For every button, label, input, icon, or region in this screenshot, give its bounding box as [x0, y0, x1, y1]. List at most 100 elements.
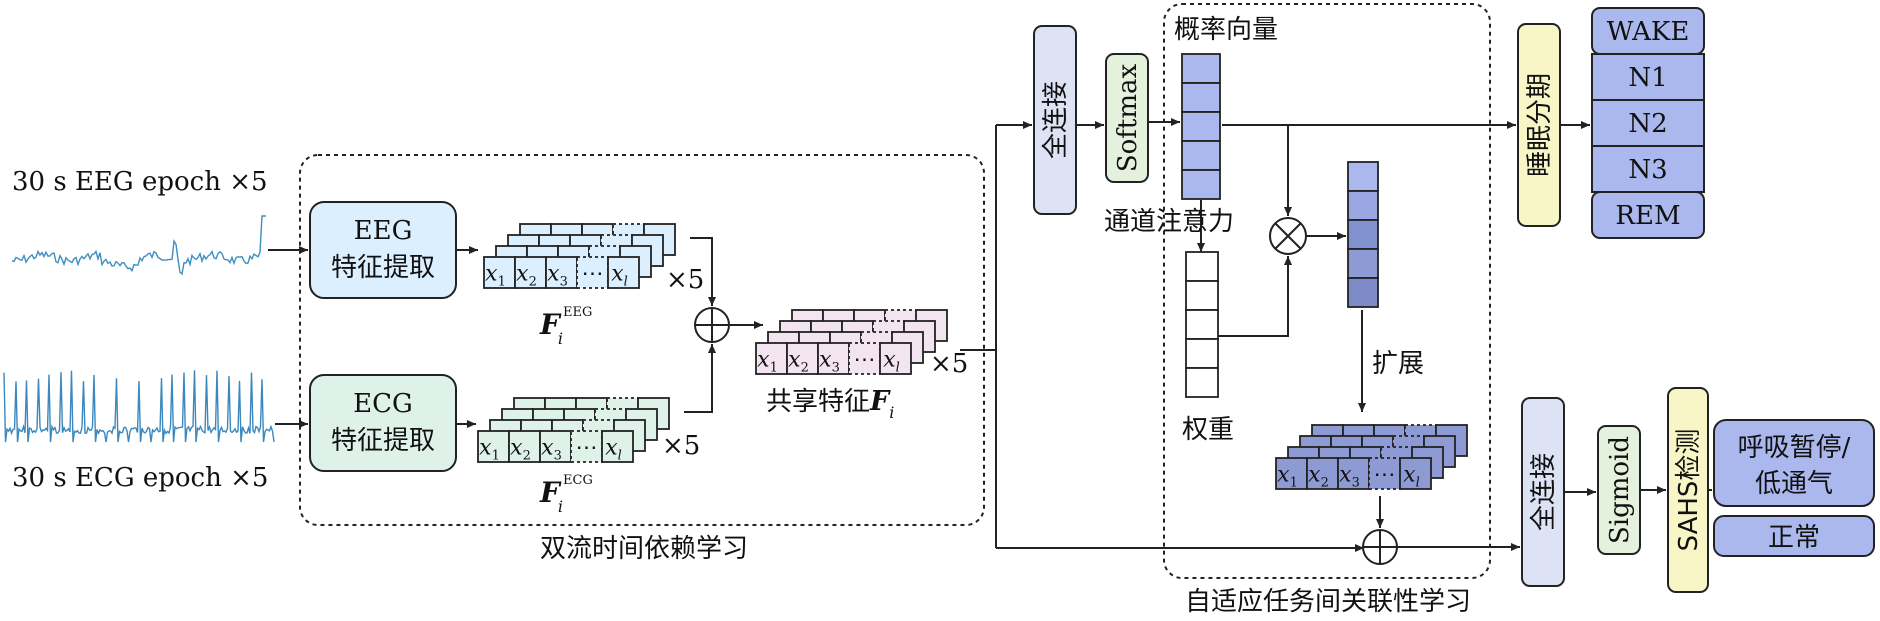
stack-cell — [545, 256, 578, 289]
vector-cell — [1181, 82, 1221, 113]
stack-token: x3 — [819, 348, 840, 376]
residual-add-op — [1362, 529, 1398, 565]
sleep-class-cell — [1591, 53, 1705, 101]
eeg-signal — [11, 215, 266, 276]
stack-cell — [508, 430, 541, 463]
ecg-times-label: ×5 — [662, 431, 700, 461]
stack-token: x1 — [1277, 463, 1298, 491]
stack-token: x1 — [485, 262, 506, 290]
ecg-signal — [3, 370, 275, 443]
sleep-class-label: N2 — [1628, 109, 1667, 139]
sleep-class-cell — [1591, 191, 1705, 239]
dual-stream-title: 双流时间依赖学习 — [540, 534, 748, 564]
attended-vector — [1347, 161, 1379, 308]
stack-token: x2 — [1308, 463, 1329, 491]
stack-ellipsis: ⋯ — [582, 262, 604, 287]
stack-cell — [570, 430, 603, 463]
expand-label: 扩展 — [1372, 349, 1424, 379]
vector-cell — [1181, 53, 1221, 84]
softmax-label: Softmax — [1113, 63, 1143, 172]
stack-cell — [817, 342, 850, 375]
vector-cell — [1185, 309, 1219, 340]
eeg-extractor-label-1: EEG — [354, 216, 413, 246]
shared-feature-label: 共享特征Fi — [766, 386, 894, 422]
ecg-extractor-label-1: ECG — [353, 389, 413, 419]
stack-ellipsis: ⋯ — [1374, 463, 1396, 488]
vector-cell — [1181, 140, 1221, 171]
fc-label-top: 全连接 — [1041, 81, 1071, 159]
softmax-box — [1105, 53, 1149, 183]
stack-ellipsis: ⋯ — [576, 436, 598, 461]
sleep-class-label: REM — [1615, 201, 1680, 231]
stack-token: x3 — [547, 262, 568, 290]
vector-cell — [1347, 161, 1379, 192]
stack-token: xl — [1403, 463, 1420, 491]
vector-cell — [1181, 169, 1221, 200]
ecg-extractor-label-2: 特征提取 — [331, 426, 435, 456]
channel-attention-label: 通道注意力 — [1104, 207, 1234, 237]
vector-cell — [1347, 219, 1379, 250]
stack-cell — [1337, 457, 1370, 490]
stack-ellipsis: ⋯ — [854, 348, 876, 373]
sahs-output-apnea-line2: 低通气 — [1755, 469, 1833, 499]
sahs-output-apnea-line1: 呼吸暂停/ — [1738, 433, 1851, 463]
sahs-output-apnea — [1713, 419, 1875, 507]
adaptive-group — [1163, 3, 1491, 579]
eeg-times-label: ×5 — [666, 265, 704, 295]
arrow-ecg-to-fusion — [684, 344, 716, 413]
ecg-feature-stack: x1 x2 x3 xl ⋯ — [477, 397, 670, 464]
sahs-output-normal-label: 正常 — [1768, 523, 1820, 553]
stack-cell — [607, 256, 640, 289]
prob-vector-label: 概率向量 — [1174, 15, 1278, 45]
stack-token: x3 — [1339, 463, 1360, 491]
stack-token: x1 — [757, 348, 778, 376]
sleep-class-cell — [1591, 99, 1705, 147]
vector-cell — [1185, 280, 1219, 311]
eeg-extractor-label-2: 特征提取 — [331, 253, 435, 283]
dual-stream-group — [299, 154, 985, 526]
sleep-staging-label: 睡眠分期 — [1525, 73, 1555, 177]
shared-times-label: ×5 — [930, 349, 968, 379]
stack-token: xl — [605, 436, 622, 464]
stack-cell — [539, 430, 572, 463]
sigmoid-label: Sigmoid — [1605, 436, 1635, 544]
arrow-weight-to-multiply — [1218, 256, 1292, 337]
vector-cell — [1185, 251, 1219, 282]
vector-cell — [1185, 367, 1219, 398]
fc-box-top — [1033, 25, 1077, 215]
sleep-class-label: N3 — [1628, 155, 1667, 185]
stack-token: xl — [611, 262, 628, 290]
adaptive-title: 自适应任务间关联性学习 — [1185, 587, 1471, 617]
arrow-eeg-to-fusion — [690, 237, 716, 306]
sahs-output-normal — [1713, 515, 1875, 557]
stack-cell — [786, 342, 819, 375]
sleep-class-label: WAKE — [1607, 17, 1690, 47]
weight-vector — [1185, 251, 1219, 398]
stack-token: x1 — [479, 436, 500, 464]
stack-cell — [755, 342, 788, 375]
vector-cell — [1181, 111, 1221, 142]
prob-vector — [1181, 53, 1221, 200]
weight-label: 权重 — [1182, 415, 1234, 445]
stack-cell — [879, 342, 912, 375]
stack-token: x2 — [788, 348, 809, 376]
stack-cell — [848, 342, 881, 375]
stack-cell — [1306, 457, 1339, 490]
vector-cell — [1347, 248, 1379, 279]
stack-cell — [576, 256, 609, 289]
stack-token: xl — [883, 348, 900, 376]
vector-cell — [1185, 338, 1219, 369]
stack-cell — [1275, 457, 1308, 490]
multiply-op — [1269, 217, 1307, 255]
ecg-input-label: 30 s ECG epoch ×5 — [12, 463, 268, 493]
vector-cell — [1347, 277, 1379, 308]
stack-cell — [1399, 457, 1432, 490]
eeg-feature-label: FiEEG — [539, 305, 592, 348]
fc-label-bottom: 全连接 — [1529, 453, 1559, 531]
vector-cell — [1347, 190, 1379, 221]
stack-cell — [601, 430, 634, 463]
stack-token: x3 — [541, 436, 562, 464]
stack-token: x2 — [510, 436, 531, 464]
